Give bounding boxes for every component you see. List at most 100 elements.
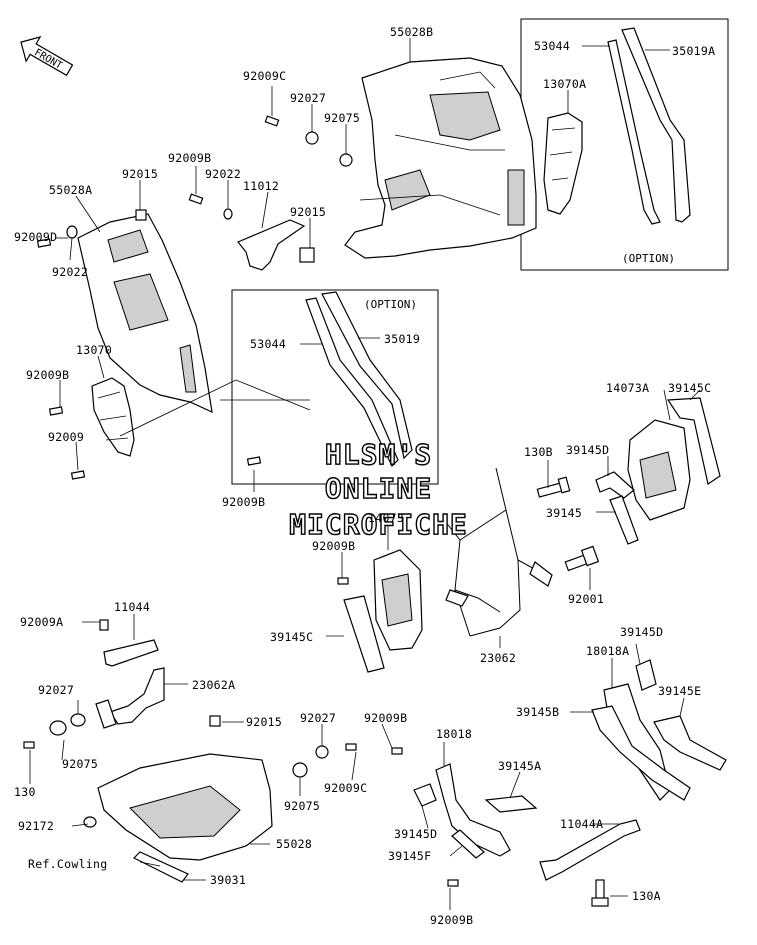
strip-53044-mid [305,297,399,468]
label-14073: 14073 [368,511,405,525]
tube-39031 [132,851,189,883]
label-55028b: 55028B [390,25,434,39]
label-92027-low2: 92027 [300,711,337,725]
label-39145d-bot: 39145D [394,827,438,841]
grommet-92075-low [49,720,67,736]
fairing-55028b [344,57,537,259]
bracket-13070a [543,112,583,215]
bracket-23062a [109,667,165,725]
label-39145c-right: 39145C [668,381,712,395]
label-ref-cowling: Ref.Cowling [28,857,108,871]
strip-39145d-right [595,471,635,499]
grommet-92027-top [305,131,319,145]
bolt-92001 [564,545,600,572]
label-92075-top: 92075 [324,111,361,125]
leader-lines [29,38,701,910]
label-92009-left: 92009 [48,430,85,444]
strip-53044-top [607,39,661,225]
strip-39145a [484,795,538,813]
label-92009b-mid: 92009B [312,539,356,553]
label-39031: 39031 [210,873,247,887]
label-53044-top: 53044 [534,39,571,53]
label-92075-low2: 92075 [284,799,321,813]
grommet-92075-low2 [292,762,308,778]
label-23062a: 23062A [192,678,236,692]
label-92009a: 92009A [20,615,64,629]
label-92009c-low: 92009C [324,781,368,795]
label-92009b-bot: 92009B [430,913,474,927]
label-53044-mid: 53044 [250,337,287,351]
label-92009c-top: 92009C [243,69,287,83]
label-39145b: 39145B [516,705,560,719]
label-23062: 23062 [480,651,517,665]
label-92172: 92172 [18,819,55,833]
label-130b: 130B [524,445,553,459]
label-39145d-low: 39145D [620,625,664,639]
label-92009b-left: 92009B [26,368,70,382]
label-130a: 130A [632,889,661,903]
label-18018: 18018 [436,727,473,741]
label-11012: 11012 [243,179,280,193]
strip-39145f [451,829,485,859]
label-92015-top: 92015 [290,205,327,219]
label-39145d-right: 39145D [566,443,610,457]
bracket-11012 [237,219,306,271]
label-92009b-center: 92009B [222,495,266,509]
label-92015-left: 92015 [122,167,159,181]
label-92027-top: 92027 [290,91,327,105]
label-11044: 11044 [114,600,151,614]
label-39145f: 39145F [388,849,432,863]
option-box-center [231,289,439,485]
label-55028: 55028 [276,837,313,851]
strip-39145d-right2 [635,659,657,691]
grommet-92027-low [70,713,86,727]
label-39145: 39145 [546,506,583,520]
strip-35019 [321,291,413,460]
bolt-130a [591,879,609,907]
label-39145e: 39145E [658,684,702,698]
label-92015-low: 92015 [246,715,283,729]
strip-39145b [591,705,691,801]
option-label-center: (OPTION) [364,298,417,311]
label-35019a: 35019A [672,44,716,58]
label-92009d: 92009D [14,230,58,244]
strip-39145e [653,715,727,771]
label-92001: 92001 [568,592,605,606]
grommet-92075-top [339,153,353,167]
label-39145a: 39145A [498,759,542,773]
label-18018a: 18018A [586,644,630,658]
bracket-13070 [91,377,135,457]
watermark-line2: ONLINE [324,471,433,505]
label-14073a: 14073A [606,381,650,395]
label-130: 130 [14,785,36,799]
washer-92022-mid [223,208,233,220]
label-39145c-mid: 39145C [270,630,314,644]
label-92009b-low: 92009B [364,711,408,725]
bolt-130b [536,476,571,498]
watermark-line1: HLSM'S [324,437,433,471]
label-55028a: 55028A [49,183,93,197]
front-arrow-icon: FRONT [20,36,74,77]
gasket-39145c-mid [343,595,385,673]
strip-35019a [621,27,691,223]
gasket-39145c-right [666,397,721,485]
label-92022-mid: 92022 [205,167,242,181]
label-92009b-top: 92009B [168,151,212,165]
bracket-18018 [435,763,511,857]
small-bolts [23,115,459,887]
label-13070: 13070 [76,343,113,357]
label-11044a: 11044A [560,817,604,831]
watermark-line3: MICROFICHE [289,507,468,541]
label-92022-left: 92022 [52,265,89,279]
clip-92172 [83,816,97,828]
bracket-11044a [539,819,641,881]
grommet-92027-low2 [315,745,329,759]
label-92075-low: 92075 [62,757,99,771]
label-35019: 35019 [384,332,421,346]
bracket-11044 [103,639,159,667]
washer-92022-left [66,225,78,239]
strip-39145 [609,495,639,545]
label-92027-low: 92027 [38,683,75,697]
